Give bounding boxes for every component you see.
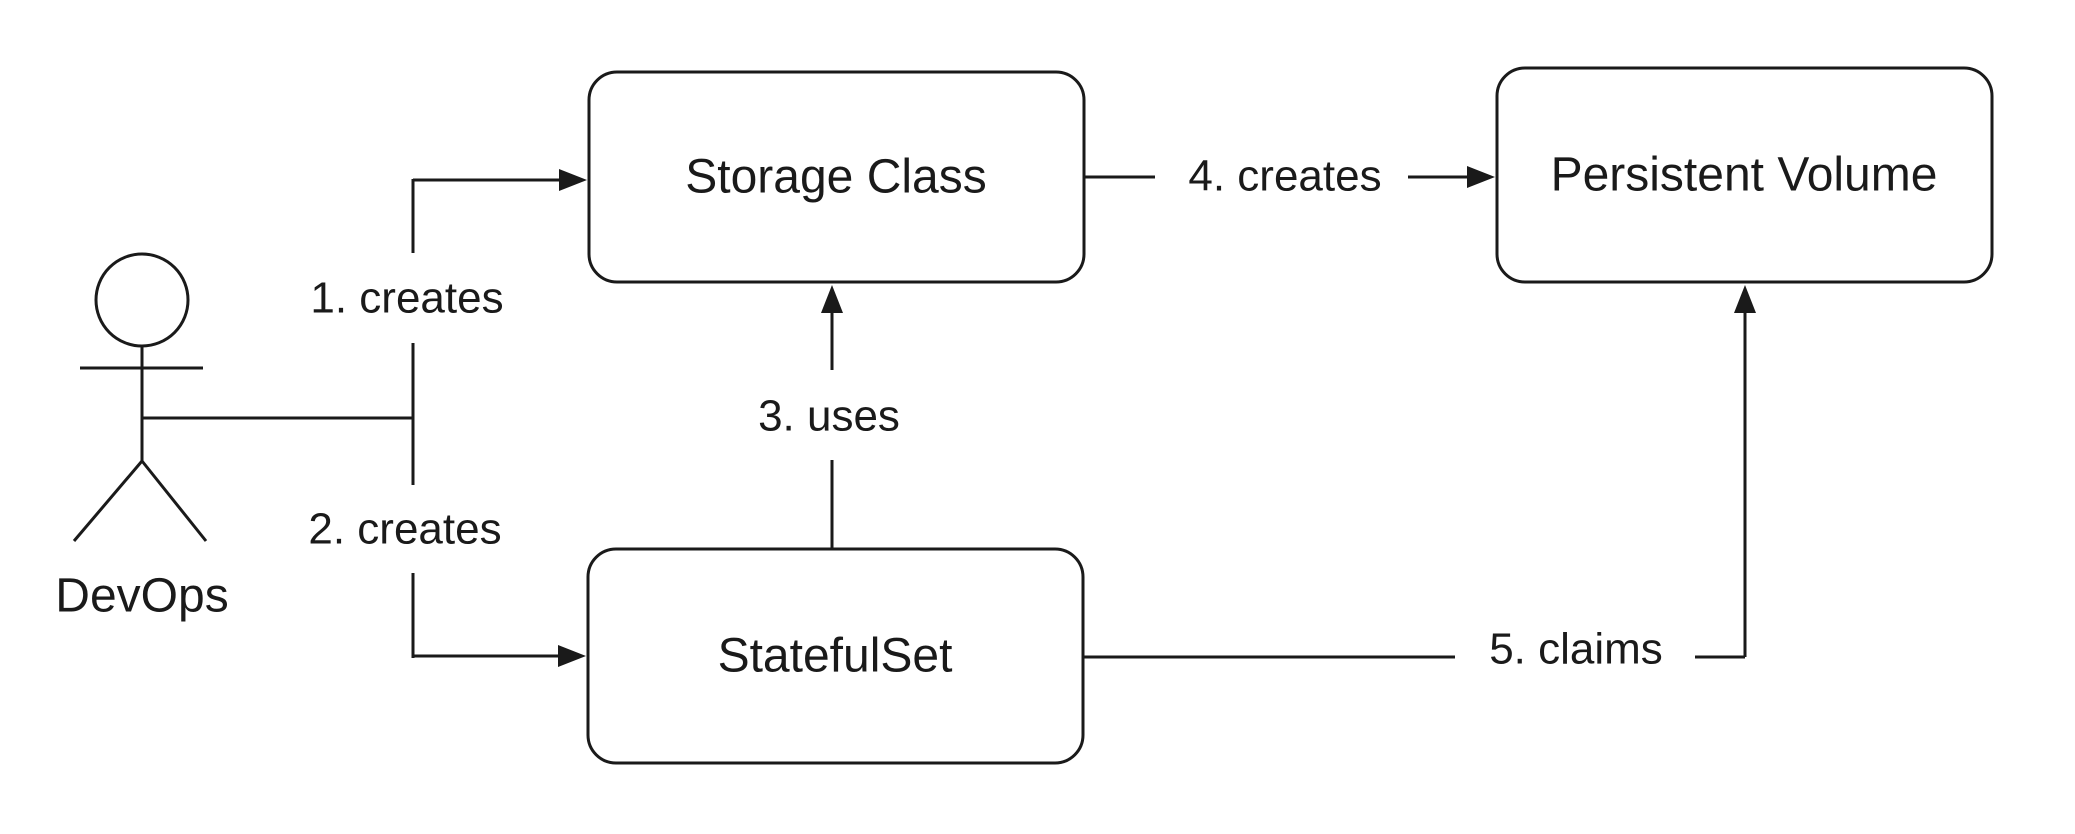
edge-statefulset-to-storage-class: 3. uses [758,285,900,549]
edge4-label: 4. creates [1188,152,1381,201]
persistent-volume-box [1495,66,1994,284]
edge-storage-class-to-persistent-volume: 4. creates [1084,152,1495,201]
edge5-label: 5. claims [1489,625,1663,674]
storage-class-box [587,70,1086,284]
statefulset-box [586,547,1085,765]
edge-devops-to-storage-class: 1. creates [142,169,587,420]
actor-devops: DevOps [55,252,229,623]
node-statefulset: StatefulSet [586,547,1085,765]
actor-head [94,252,190,348]
actor-label: DevOps [55,570,228,623]
edge1-label: 1. creates [310,274,503,323]
edge3-label: 3. uses [758,392,900,441]
edge2-arrowhead [558,645,586,667]
edge3-arrowhead [821,285,843,313]
actor-leg-left [72,460,144,542]
node-storage-class: Storage Class [587,70,1086,284]
edge-devops-to-statefulset: 2. creates [308,418,586,667]
storage-class-label: Storage Class [685,151,986,204]
edge4-arrowhead [1467,166,1495,188]
node-persistent-volume: Persistent Volume [1495,66,1994,284]
statefulset-label: StatefulSet [718,630,953,683]
edge-statefulset-to-persistent-volume: 5. claims [1083,285,1756,674]
edge5-arrowhead [1734,285,1756,313]
actor-leg-right [140,460,208,542]
edge2-label: 2. creates [308,505,501,554]
edge1-arrowhead [559,169,587,191]
persistent-volume-label: Persistent Volume [1551,149,1938,202]
